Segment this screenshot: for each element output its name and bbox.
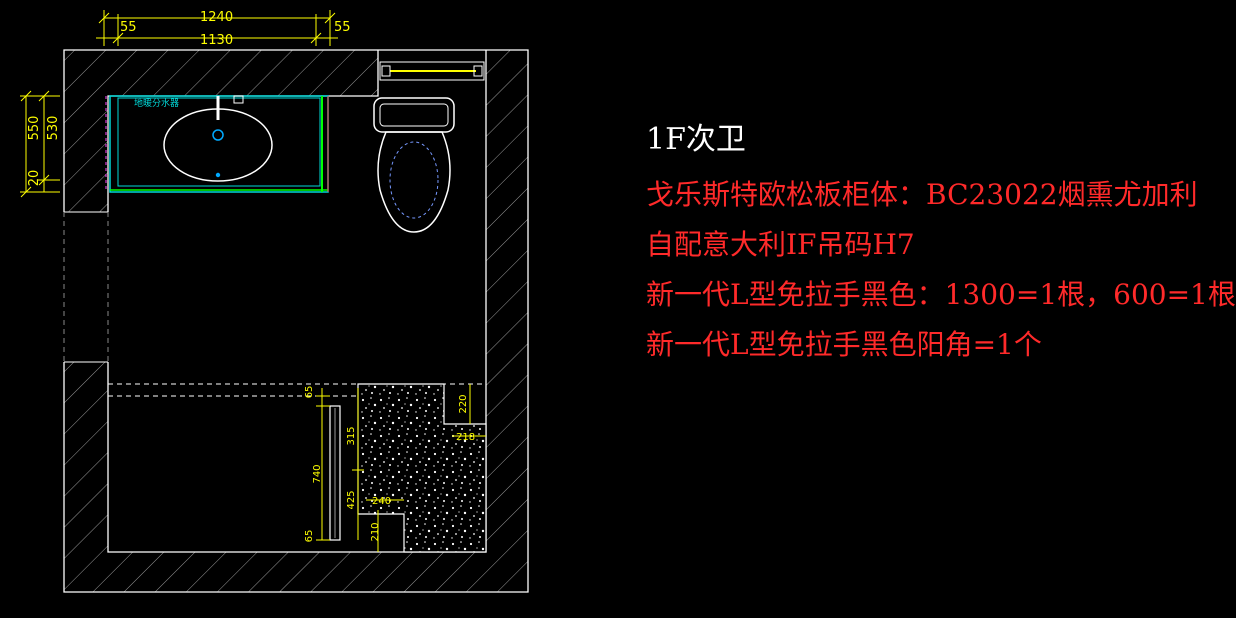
dim-ledge-218: 218 (456, 432, 475, 443)
wall-left-lower (64, 362, 108, 592)
walls (63, 49, 529, 593)
dimension-labels: 1240 1130 55 55 550 530 20 (27, 10, 351, 186)
niche-slot (329, 405, 341, 541)
dim-side-overall: 550 (27, 116, 42, 141)
wall-outer-outline (63, 49, 529, 593)
wall-right (486, 50, 528, 592)
dim-shower-65-top: 65 (304, 386, 315, 399)
dim-ledge-240: 240 (372, 496, 391, 507)
floor-drain-label: 地暖分水器 (134, 97, 179, 109)
shower-area (108, 383, 487, 553)
wall-top (108, 50, 378, 96)
note-line-2: 自配意大利IF吊码H7 (646, 228, 915, 261)
shower-dimension-labels: 65 315 740 425 65 220 218 240 210 (304, 386, 475, 543)
note-line-4: 新一代L型免拉手黑色阳角=1个 (646, 328, 1042, 361)
spec-notes: 1F次卫 戈乐斯特欧松板柜体：BC23022烟熏尤加利 自配意大利IF吊码H7 … (646, 118, 1236, 370)
dim-shower-315: 315 (346, 426, 357, 445)
dim-top-right-margin: 55 (334, 20, 351, 35)
towel-rack (379, 61, 485, 81)
wall-left-upper (64, 50, 108, 212)
toilet-bowl (377, 131, 451, 233)
toilet (373, 97, 455, 233)
wall-bottom (108, 552, 486, 592)
note-line-3: 新一代L型免拉手黑色：1300=1根，600=1根 (646, 278, 1236, 311)
basin-drain (212, 129, 224, 141)
stone-ledge (357, 383, 487, 553)
dim-side-gap: 20 (27, 170, 42, 187)
dim-side-inner: 530 (46, 116, 61, 141)
dim-shower-740: 740 (312, 464, 323, 483)
dim-shower-65-bottom: 65 (304, 530, 315, 543)
dim-ledge-210: 210 (370, 522, 381, 541)
dimensions (20, 10, 486, 552)
note-line-1: 戈乐斯特欧松板柜体：BC23022烟熏尤加利 (646, 178, 1198, 211)
dim-shower-425: 425 (346, 490, 357, 509)
bathroom-floor-plan: 地暖分水器 (20, 10, 529, 593)
toilet-tank (373, 97, 455, 133)
dim-top-left-margin: 55 (120, 20, 137, 35)
dim-top-overall: 1240 (200, 10, 233, 25)
dim-ledge-220: 220 (458, 394, 469, 413)
vanity-cabinet: 地暖分水器 (105, 95, 329, 193)
room-title: 1F次卫 (646, 122, 746, 157)
dim-top-inner: 1130 (200, 33, 233, 48)
